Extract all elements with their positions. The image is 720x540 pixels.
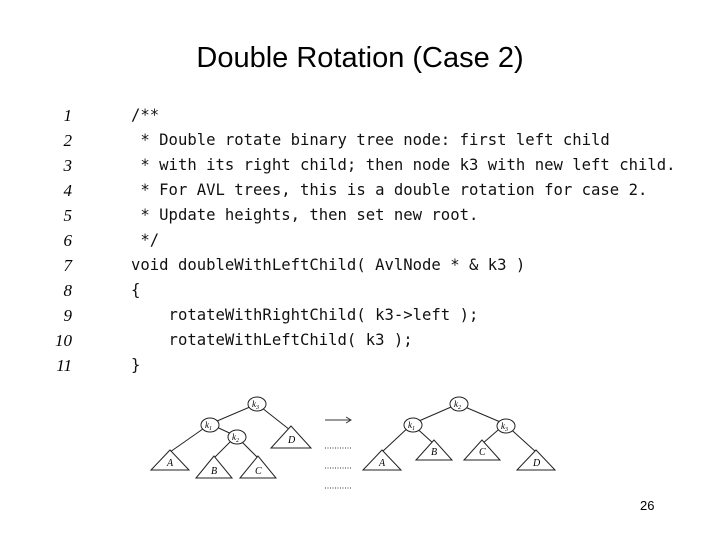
line-number: 1: [63, 106, 73, 125]
line-number: 2: [63, 131, 73, 150]
leaf-label: A: [166, 458, 174, 469]
line-number: 4: [63, 181, 73, 200]
node-label: k2: [454, 399, 461, 411]
line-number: 7: [63, 256, 73, 275]
leaf-label: B: [211, 466, 217, 477]
leaf-label: D: [287, 435, 296, 446]
tree-node: [496, 418, 516, 434]
code-line: 5 * Update heights, then set new root.: [0, 204, 720, 229]
subtree-triangle: [361, 449, 403, 471]
subtree-triangle: [238, 455, 278, 479]
code-line: 3 * with its right child; then node k3 w…: [0, 154, 720, 179]
code-text: /**: [131, 106, 160, 124]
line-number: 3: [63, 156, 73, 175]
subtree-triangle: [194, 455, 234, 479]
code-line: 8 {: [0, 279, 720, 304]
code-line: 11 }: [0, 354, 720, 379]
node-label: k1: [205, 420, 212, 432]
code-text: * with its right child; then node k3 wit…: [131, 156, 676, 174]
node-label: k1: [408, 420, 415, 432]
line-number: 8: [63, 281, 73, 300]
leaf-label: B: [431, 447, 437, 458]
subtree-triangle: [269, 425, 313, 449]
rotation-diagram: k3 k1 k2 k2 k1 k3 A B C D A B C D: [149, 396, 557, 489]
code-text: rotateWithLeftChild( k3 );: [131, 331, 413, 349]
arrow-head-icon: [345, 416, 352, 424]
line-number: 9: [63, 306, 73, 325]
code-line: 7 void doubleWithLeftChild( AvlNode * & …: [0, 254, 720, 279]
tree-node: [200, 417, 220, 433]
tree-node: [403, 417, 423, 433]
code-line: 10 rotateWithLeftChild( k3 );: [0, 329, 720, 354]
tree-node: [247, 396, 267, 412]
code-text: }: [131, 356, 141, 374]
code-line: 9 rotateWithRightChild( k3->left );: [0, 304, 720, 329]
subtree-triangle: [462, 439, 502, 461]
subtree-triangle: [515, 449, 557, 471]
node-label: k3: [252, 399, 259, 411]
leaf-label: A: [378, 458, 386, 469]
subtree-triangle: [414, 439, 454, 461]
code-text: * Update heights, then set new root.: [131, 206, 479, 224]
leaf-label: D: [532, 458, 541, 469]
code-text: rotateWithRightChild( k3->left );: [131, 306, 479, 324]
node-label: k2: [232, 432, 239, 444]
code-line: 2 * Double rotate binary tree node: firs…: [0, 129, 720, 154]
code-line: 6 */: [0, 229, 720, 254]
subtree-triangle: [149, 449, 191, 471]
line-number: 6: [63, 231, 73, 250]
code-text: {: [131, 281, 141, 299]
slide-title: Double Rotation (Case 2): [196, 42, 524, 74]
code-text: */: [131, 231, 160, 249]
line-number: 5: [63, 206, 73, 225]
code-line: 1 /**: [0, 104, 720, 129]
code-text: void doubleWithLeftChild( AvlNode * & k3…: [131, 256, 526, 274]
code-text: * For AVL trees, this is a double rotati…: [131, 181, 648, 199]
line-number: 10: [55, 331, 72, 350]
tree-node: [449, 396, 469, 412]
tree-node: [227, 429, 247, 445]
code-line: 4 * For AVL trees, this is a double rota…: [0, 179, 720, 204]
line-number: 11: [56, 356, 72, 375]
node-label: k3: [501, 421, 508, 433]
page-number: 26: [640, 498, 655, 513]
leaf-label: C: [255, 466, 262, 477]
leaf-label: C: [479, 447, 486, 458]
code-text: * Double rotate binary tree node: first …: [131, 131, 610, 149]
